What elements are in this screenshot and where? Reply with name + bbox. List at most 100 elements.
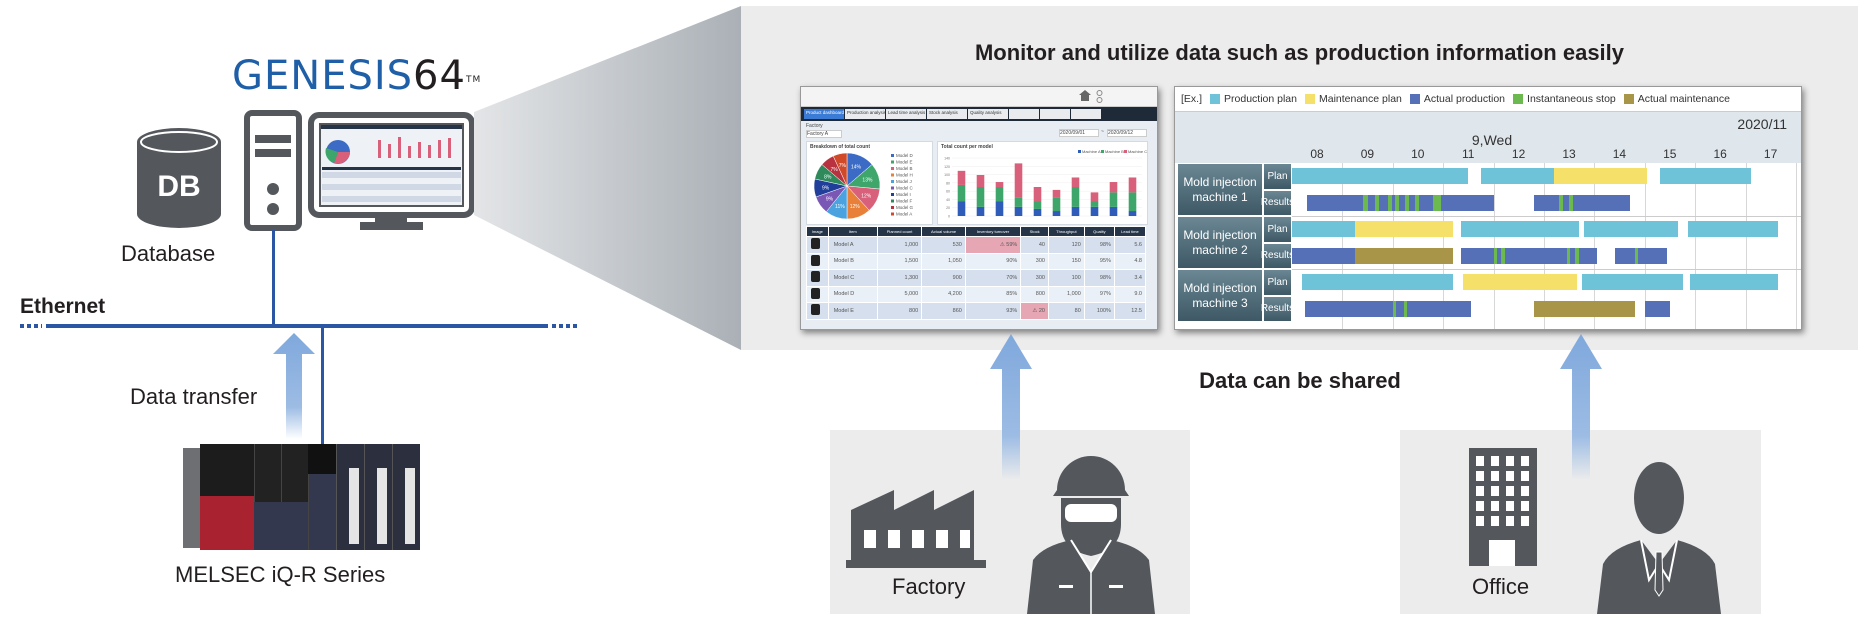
stop-bar[interactable] — [1362, 194, 1368, 211]
stop-bar[interactable] — [1433, 194, 1441, 211]
tab-quality-analysis[interactable]: Quality analysis — [968, 109, 1008, 119]
stop-bar[interactable] — [1415, 194, 1419, 211]
home-icon[interactable] — [1079, 90, 1091, 101]
stop-bar[interactable] — [1395, 194, 1399, 211]
pie-slice-label: 9% — [826, 196, 834, 202]
stop-bar[interactable] — [1575, 247, 1579, 264]
plan-bar[interactable] — [1481, 168, 1555, 184]
servo-motor-icon — [811, 304, 821, 316]
date-from-select[interactable]: 2020/09/01 — [1059, 129, 1099, 137]
value-cell: 1,300 — [876, 269, 923, 287]
amaint-bar[interactable] — [1355, 247, 1454, 264]
factory-upload-arrow-icon — [990, 334, 1032, 480]
servo-motor-icon — [811, 238, 821, 250]
column-header[interactable]: Item — [827, 226, 878, 237]
logo-brand: GENESIS — [232, 53, 414, 99]
actual-bar[interactable] — [1292, 247, 1355, 264]
tab-product-dashboard[interactable]: Product dashboard — [804, 109, 844, 119]
stop-bar[interactable] — [1559, 194, 1563, 211]
user-icon[interactable] — [1096, 90, 1103, 103]
legend-swatch — [891, 206, 894, 209]
window-icon — [1491, 516, 1499, 526]
hour-label: 13 — [1562, 147, 1576, 161]
value-cell: 5,000 — [876, 285, 923, 303]
plan-bar[interactable] — [1581, 274, 1683, 290]
plan-bar[interactable] — [1687, 221, 1779, 237]
tab-lead-time-analysis[interactable]: Lead time analysis — [886, 109, 926, 119]
stop-bar[interactable] — [1375, 194, 1379, 211]
legend-swatch — [891, 199, 894, 203]
bar-segment — [1090, 201, 1099, 207]
hour-label: 14 — [1612, 147, 1627, 161]
column-header[interactable]: Throughput — [1047, 226, 1085, 237]
plan-bar[interactable] — [1460, 221, 1580, 237]
actual-bar[interactable] — [1304, 300, 1471, 317]
pie-legend-label: Model C — [896, 186, 914, 191]
stop-bar[interactable] — [1493, 247, 1498, 264]
actual-bar[interactable] — [1644, 300, 1670, 317]
bar-segment — [1128, 211, 1137, 216]
row-type-label: Plan — [1263, 269, 1292, 296]
legend-swatch — [891, 173, 894, 177]
stop-bar[interactable] — [1387, 194, 1392, 211]
servo-motor-icon — [811, 254, 821, 266]
value-cell: 90% — [964, 252, 1022, 270]
window-icon — [1491, 456, 1499, 466]
window-icon — [1521, 486, 1529, 496]
date-to-select[interactable]: 2020/09/12 — [1107, 129, 1147, 137]
plan-bar[interactable] — [1690, 274, 1779, 290]
plan-bar[interactable] — [1292, 168, 1469, 184]
tab-production-analysis[interactable]: Production analysis — [845, 109, 885, 119]
bar-segment — [957, 201, 966, 216]
hour-label: 12 — [1511, 147, 1526, 161]
plan-bar[interactable] — [1292, 221, 1355, 237]
machine-label: Mold injection machine 1 — [1177, 163, 1263, 216]
column-header[interactable]: Image — [806, 226, 829, 237]
maint-bar[interactable] — [1463, 274, 1577, 290]
stop-bar[interactable] — [1569, 194, 1573, 211]
amaint-bar[interactable] — [1533, 300, 1635, 317]
factory-select[interactable]: Factory A — [806, 130, 842, 138]
stop-bar[interactable] — [1501, 247, 1505, 264]
column-header[interactable]: Stock — [1020, 226, 1049, 237]
stop-bar[interactable] — [1566, 247, 1571, 264]
stop-bar[interactable] — [1403, 300, 1408, 317]
column-header[interactable]: Quality — [1083, 226, 1115, 237]
actual-bar[interactable] — [1307, 194, 1494, 211]
stop-bar[interactable] — [1392, 300, 1397, 317]
maint-bar[interactable] — [1554, 168, 1648, 184]
value-cell: 80 — [1047, 302, 1085, 320]
plan-bar[interactable] — [1584, 221, 1678, 237]
pie-slice-label: 14% — [851, 165, 862, 171]
actual-bar[interactable] — [1533, 194, 1630, 211]
value-cell: 93% — [964, 302, 1022, 320]
column-header[interactable]: Inventory turnover — [964, 226, 1022, 237]
legend-swatch — [1409, 94, 1420, 104]
product-dashboard-screenshot: Product dashboard Production analysis Le… — [800, 86, 1158, 330]
plan-bar[interactable] — [1302, 274, 1454, 290]
stop-bar[interactable] — [1405, 194, 1409, 211]
maint-bar[interactable] — [1355, 221, 1454, 237]
worker-icon — [1027, 456, 1155, 614]
pie-slice-label: 7% — [839, 163, 847, 169]
legend-swatch — [1513, 94, 1524, 104]
column-header[interactable]: Lead time — [1113, 226, 1147, 237]
column-header[interactable]: Planned count — [876, 226, 923, 237]
bar-segment — [1090, 192, 1099, 202]
row-type-label: Plan — [1263, 163, 1292, 190]
tab-empty — [1009, 109, 1039, 119]
actual-bar[interactable] — [1614, 247, 1668, 264]
stop-bar[interactable] — [1634, 247, 1639, 264]
bar-segment — [976, 174, 985, 187]
column-header[interactable]: Actual volume — [921, 226, 966, 237]
office-upload-arrow-icon — [1560, 334, 1602, 480]
plan-bar[interactable] — [1659, 168, 1751, 184]
window-icon — [1491, 501, 1499, 511]
value-cell: 4,200 — [921, 285, 966, 303]
tab-stock-analysis[interactable]: Stock analysis — [927, 109, 967, 119]
